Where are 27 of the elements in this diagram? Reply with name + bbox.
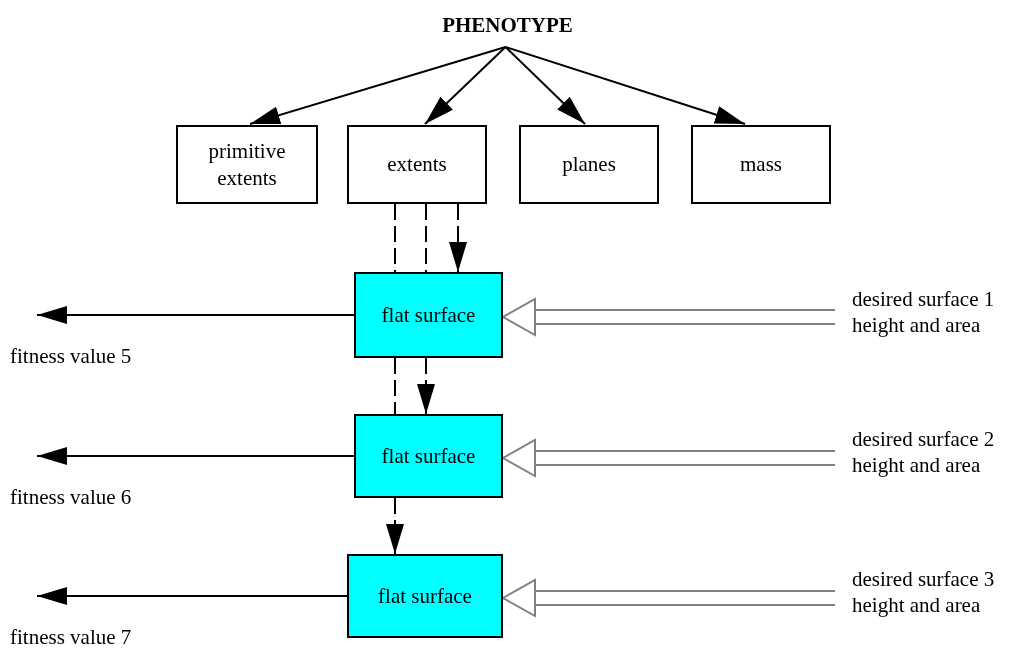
input-text: desired surface 1 height and area <box>852 285 996 339</box>
arrow <box>417 357 435 415</box>
output-label: fitness value 6 <box>10 485 132 510</box>
arrow <box>36 587 348 605</box>
process-box: flat surface <box>354 414 503 498</box>
double-arrow <box>502 579 836 617</box>
arrow <box>449 203 467 273</box>
process-box: flat surface <box>354 272 503 358</box>
input-text: desired surface 2 height and area <box>852 425 996 479</box>
heading-text: PHENOTYPE <box>442 11 573 39</box>
category-box: primitive extents <box>176 125 318 204</box>
category-box: extents <box>347 125 487 204</box>
arrow <box>386 497 404 555</box>
input-text: desired surface 3 height and area <box>852 565 996 619</box>
category-box: planes <box>519 125 659 204</box>
arrow <box>424 46 507 125</box>
category-box: mass <box>691 125 831 204</box>
arrow <box>249 46 507 125</box>
arrow <box>504 46 586 125</box>
output-label: fitness value 5 <box>10 344 132 369</box>
arrow <box>36 306 355 324</box>
output-label: fitness value 7 <box>10 625 132 650</box>
double-arrow <box>502 439 836 477</box>
process-box: flat surface <box>347 554 503 638</box>
double-arrow <box>502 298 836 336</box>
arrow <box>504 46 746 125</box>
arrow <box>36 447 355 465</box>
